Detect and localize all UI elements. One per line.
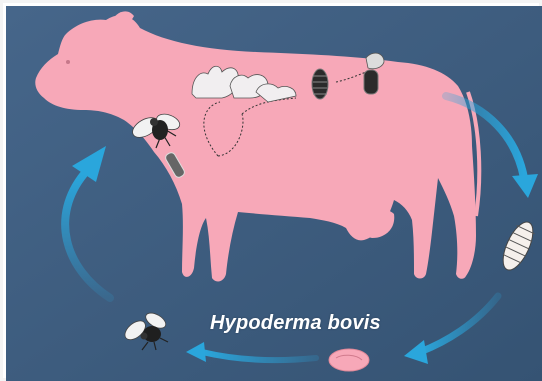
life-cycle-diagram: Hypoderma bovis	[6, 6, 542, 381]
warble-larva-icon	[312, 69, 328, 99]
species-caption: Hypoderma bovis	[210, 312, 381, 335]
pupa-icon	[329, 349, 369, 371]
